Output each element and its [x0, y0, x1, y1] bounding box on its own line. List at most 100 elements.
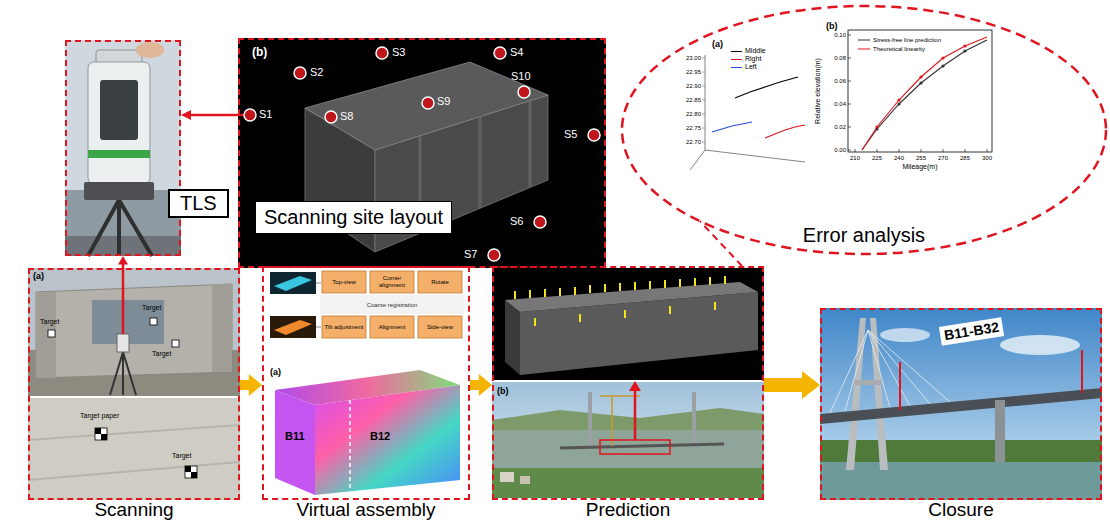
site-layout-scan: [479, 117, 482, 208]
figure-tag: (a): [270, 367, 281, 378]
chart-a: [735, 77, 798, 98]
tls-photo: [117, 200, 121, 256]
prediction-figure: [534, 318, 536, 326]
legend-text: Right: [745, 55, 761, 63]
closure-photo: [868, 330, 910, 406]
connector: [240, 374, 262, 396]
prediction-figure: [492, 268, 764, 380]
chart-a: [702, 142, 705, 143]
prediction-figure: [492, 268, 764, 498]
chart-a: [702, 128, 705, 129]
scanning-photo: [28, 425, 240, 440]
figure-tag: (b): [497, 386, 509, 397]
connector: [470, 374, 492, 396]
scanning-photo: [28, 462, 240, 480]
axis-tick: 22.95: [679, 68, 701, 76]
station-label: S5: [564, 128, 577, 141]
station-label: S6: [510, 215, 523, 228]
connector-line: [189, 114, 238, 117]
prediction-figure: [492, 382, 764, 498]
legend-text: Middle: [745, 47, 766, 55]
prediction-figure: [514, 291, 516, 299]
figure-tag: (b): [252, 45, 267, 59]
chart-b: [858, 40, 870, 41]
arrowhead: [181, 110, 191, 120]
site-layout-scan: [305, 62, 548, 150]
site-layout-scan: [238, 38, 606, 268]
scanning-photo: [36, 292, 56, 378]
virtual-assembly-figure: [322, 316, 366, 338]
closure-photo: [995, 400, 1005, 462]
prediction-figure: [649, 281, 651, 289]
arrowhead: [118, 256, 128, 264]
axis-tick: 240: [889, 154, 909, 162]
target-label: Target: [172, 452, 191, 460]
chart-b: [919, 75, 922, 78]
chart-a: [765, 125, 805, 138]
prediction-figure: [500, 472, 514, 482]
figure-tag: (a): [712, 39, 723, 50]
axis-title: Relative elevation(m): [814, 51, 822, 131]
closure-photo: [870, 318, 888, 470]
stage-panel: Scanning: [28, 268, 240, 500]
prediction-figure: [604, 284, 606, 292]
virtual-assembly-figure: [322, 271, 366, 293]
chart-b: [855, 149, 856, 152]
chart-a: [705, 55, 805, 162]
chart-b: [941, 56, 944, 59]
tls-photo: [88, 150, 150, 158]
station-label: S4: [510, 46, 523, 59]
virtual-assembly-figure: [418, 271, 462, 293]
prediction-figure: [544, 289, 546, 297]
closure-photo: [845, 330, 868, 411]
prediction-figure: [588, 392, 592, 450]
tls-photo: [88, 200, 119, 256]
prediction-figure: [611, 396, 613, 446]
scanning-photo: [122, 352, 124, 395]
segment-label: B11-B32: [939, 317, 1004, 345]
prediction-figure: [560, 444, 724, 448]
step-label: Alignment: [370, 316, 414, 338]
tls-photo: [100, 80, 138, 140]
chart-a: [702, 72, 705, 73]
prediction-figure: [492, 408, 764, 430]
step-label: Tilt adjustment: [322, 316, 366, 338]
axis-title: Mileage(m): [890, 163, 950, 171]
chart-b: [848, 104, 851, 105]
step-label: Side-view: [418, 316, 462, 338]
panel-tag: Scanning site layout: [255, 201, 452, 234]
prediction-figure: [619, 283, 621, 291]
axis-tick: 0.04: [827, 100, 846, 108]
tls-photo: [65, 236, 181, 256]
figure-tag: (a): [33, 271, 44, 282]
station-label: S10: [511, 70, 531, 83]
chart-b: [941, 64, 944, 67]
prediction-figure: [529, 290, 531, 298]
scanning-photo: [28, 268, 240, 396]
virtual-assembly-figure: [274, 276, 312, 291]
prediction-figure: [624, 310, 626, 318]
chart-b: [848, 35, 987, 152]
virtual-assembly-figure: [349, 400, 351, 491]
chart-a: [702, 114, 705, 115]
legend-text: Stress-free line prediction: [873, 36, 941, 44]
legend-text: Theoretical linearity: [873, 45, 925, 53]
axis-tick: 22.90: [679, 82, 701, 90]
chart-b: [921, 149, 922, 152]
closure-photo: [820, 462, 1102, 500]
tls-photo: [119, 200, 152, 256]
chart-a: [702, 58, 705, 59]
prediction-figure: [505, 282, 758, 312]
chart-a: [702, 86, 705, 87]
closure-photo: [830, 330, 868, 413]
scanning-photo: [95, 428, 101, 434]
site-layout-scan: [244, 109, 256, 121]
site-layout-scan: [376, 47, 388, 59]
prediction-figure: [505, 300, 520, 375]
scanning-photo: [48, 330, 55, 337]
axis-tick: 270: [933, 154, 953, 162]
segment-label: B12: [370, 430, 390, 443]
chart-b: [848, 150, 851, 151]
segment-label: B11: [285, 430, 305, 443]
